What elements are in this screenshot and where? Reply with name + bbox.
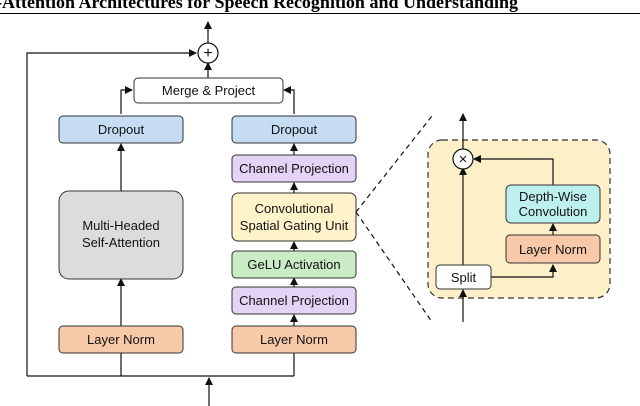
gating-unit-box: Convolutional Spatial Gating Unit (231, 192, 357, 242)
page-title: -Attention Architectures for Speech Reco… (0, 0, 518, 12)
split-label: Split (451, 270, 477, 285)
depthwise-label-line2: Convolution (519, 204, 588, 219)
right-layernorm-box: Layer Norm (231, 325, 357, 354)
right-dropout-box: Dropout (231, 115, 357, 144)
inset-layernorm-box: Layer Norm (505, 234, 601, 264)
left-layernorm-label: Layer Norm (87, 332, 155, 347)
add-symbol: + (203, 45, 212, 62)
depthwise-label-line1: Depth-Wise (519, 189, 587, 204)
right-layernorm-label: Layer Norm (260, 332, 328, 347)
left-layernorm-box: Layer Norm (58, 325, 184, 354)
right-dropout-label: Dropout (271, 122, 318, 137)
residual-path (26, 49, 197, 376)
attention-box: Multi-Headed Self-Attention (58, 190, 184, 280)
connectors (26, 21, 433, 406)
gating-unit-label-line1: Convolutional (255, 201, 334, 216)
merge-project-box: Merge & Project (133, 77, 284, 104)
merge-project-label: Merge & Project (162, 83, 256, 98)
left-dropout-label: Dropout (98, 122, 145, 137)
multiply-symbol: × (459, 151, 468, 168)
zoom-line-top (355, 115, 433, 213)
zoom-line-bottom (355, 211, 433, 323)
attention-label-line2: Self-Attention (82, 235, 160, 250)
channel-projection-bottom-box: Channel Projection (231, 286, 357, 315)
inset-layernorm-label: Layer Norm (519, 242, 587, 257)
inset-connectors (459, 113, 557, 322)
inset-split-to-layernorm (491, 264, 557, 278)
gelu-box: GeLU Activation (231, 250, 357, 279)
channel-projection-top-box: Channel Projection (231, 154, 357, 183)
arrow-left-to-merge (120, 86, 133, 114)
add-node: + (197, 42, 219, 64)
gelu-label: GeLU Activation (247, 257, 340, 272)
multiply-node: × (452, 148, 474, 170)
channel-projection-bottom-label: Channel Projection (239, 293, 349, 308)
left-dropout-box: Dropout (58, 115, 184, 144)
inset-conv-to-multiply (473, 155, 554, 185)
arrow-right-to-merge (283, 86, 295, 114)
attention-label-line1: Multi-Headed (82, 218, 159, 233)
depthwise-conv-box: Depth-Wise Convolution (505, 184, 601, 224)
split-box: Split (435, 264, 492, 290)
channel-projection-top-label: Channel Projection (239, 161, 349, 176)
title-rule (0, 13, 640, 14)
gating-unit-label-line2: Spatial Gating Unit (240, 218, 349, 233)
